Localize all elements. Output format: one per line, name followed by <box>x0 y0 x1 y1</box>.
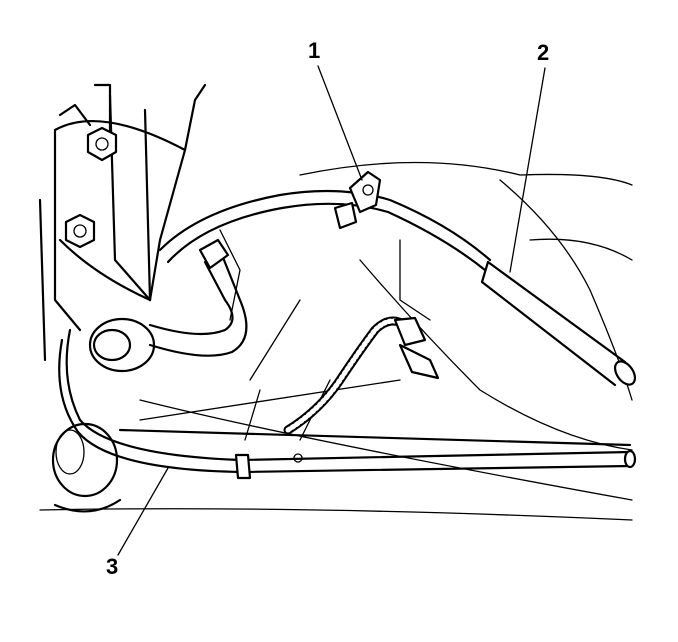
cable-guide-bushing <box>88 317 156 373</box>
callout-number-2: 2 <box>537 40 550 65</box>
bracket-bolt-lower <box>64 213 96 249</box>
callout-number-3: 3 <box>106 554 119 579</box>
callout-number-1: 1 <box>308 38 321 63</box>
suspension-strut-bracket <box>38 83 207 362</box>
callout-leaders <box>117 65 546 556</box>
bracket-bolt-upper <box>86 126 118 162</box>
front-cable <box>58 328 637 480</box>
leader-line-1 <box>317 65 363 181</box>
corrugated-wire-harness <box>283 316 440 435</box>
leader-line-2 <box>509 67 546 273</box>
rear-cable-sheath <box>480 260 637 387</box>
leader-line-3 <box>117 467 169 556</box>
lower-round-mount <box>51 422 122 513</box>
floor-pan-panel <box>39 161 633 521</box>
bent-tube <box>148 238 248 357</box>
upper-cable <box>158 170 492 272</box>
